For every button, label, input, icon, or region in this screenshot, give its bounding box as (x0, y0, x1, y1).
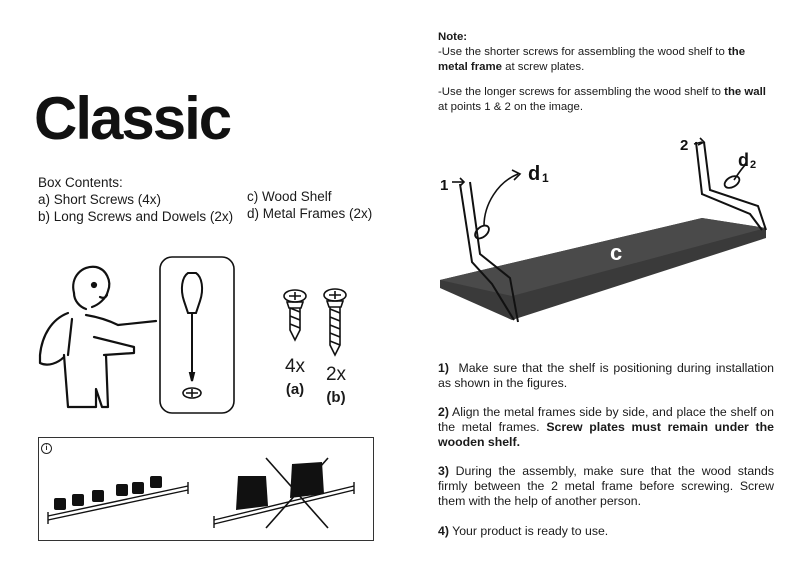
heavy-weights-crossed-illustration (213, 457, 355, 529)
light-weights-on-shelf-illustration (47, 476, 189, 524)
screw-b-count: 2x (325, 364, 347, 385)
step-1-number: 1) (438, 361, 449, 375)
person-screwdriver-illustration (38, 256, 235, 414)
d2-label: d (738, 150, 749, 170)
step-4-number: 4) (438, 524, 449, 538)
info-icon: i (41, 443, 52, 454)
screw-a-count: 4x (284, 356, 306, 377)
shelf-assembly-diagram: c 1 2 d 1 d 2 (440, 137, 767, 323)
note-line-2: -Use the longer screws for assembling th… (438, 85, 774, 115)
long-screw-icon (323, 288, 347, 357)
short-screw-icon (283, 289, 307, 342)
note-line-2-text: -Use the longer screws for assembling th… (438, 86, 725, 98)
box-contents-list-2: c) Wood Shelf d) Metal Frames (2x) (247, 188, 372, 222)
note-heading: Note: (438, 31, 468, 43)
step-4: 4) Your product is ready to use. (438, 524, 774, 539)
step-3-number: 3) (438, 464, 449, 478)
screw-b-label: (b) (326, 389, 346, 406)
step-2-text: Align the metal frames side by side, and… (438, 405, 774, 434)
page-title: Classic (34, 85, 232, 152)
box-item-c: c) Wood Shelf (247, 189, 332, 204)
step-3: 3) During the assembly, make sure that t… (438, 464, 774, 509)
note-line-1-text: -Use the shorter screws for assembling t… (438, 46, 728, 58)
step-2-bold-text: Screw plates must remain under the woode… (438, 420, 774, 449)
step-2: 2) Align the metal frames side by side, … (438, 405, 774, 450)
step-1: 1) Make sure that the shelf is positioni… (438, 361, 774, 391)
step-2-number: 2) (438, 405, 449, 419)
step-4-text: Your product is ready to use. (452, 524, 609, 538)
point-1-label: 1 (440, 177, 448, 194)
step-3-text: During the assembly, make sure that the … (438, 464, 774, 508)
d2-subscript: 2 (750, 159, 756, 171)
note-line-1: -Use the shorter screws for assembling t… (438, 45, 774, 75)
note-line-1-bold: the metal frame (438, 46, 746, 73)
note-line-2-bold: the wall (724, 86, 766, 98)
d1-subscript: 1 (542, 171, 549, 185)
box-contents-heading: Box Contents: (38, 175, 123, 190)
screw-a-label: (a) (285, 381, 305, 398)
weight-warning-box (38, 437, 374, 541)
box-item-a: a) Short Screws (4x) (38, 192, 162, 207)
box-item-d: d) Metal Frames (2x) (247, 206, 373, 221)
note-line-1-end: at screw plates. (501, 61, 585, 73)
step-1-text: Make sure that the shelf is positioning … (438, 361, 774, 390)
note-line-2-end: at points 1 & 2 on the image. (438, 101, 584, 113)
box-item-b: b) Long Screws and Dowels (2x) (38, 209, 234, 224)
point-2-label: 2 (680, 137, 688, 154)
note-section: Note: -Use the shorter screws for assemb… (438, 30, 774, 115)
box-contents-list: Box Contents: a) Short Screws (4x) b) Lo… (38, 174, 233, 225)
shelf-label-c: c (610, 240, 622, 265)
d1-label: d (528, 163, 540, 185)
